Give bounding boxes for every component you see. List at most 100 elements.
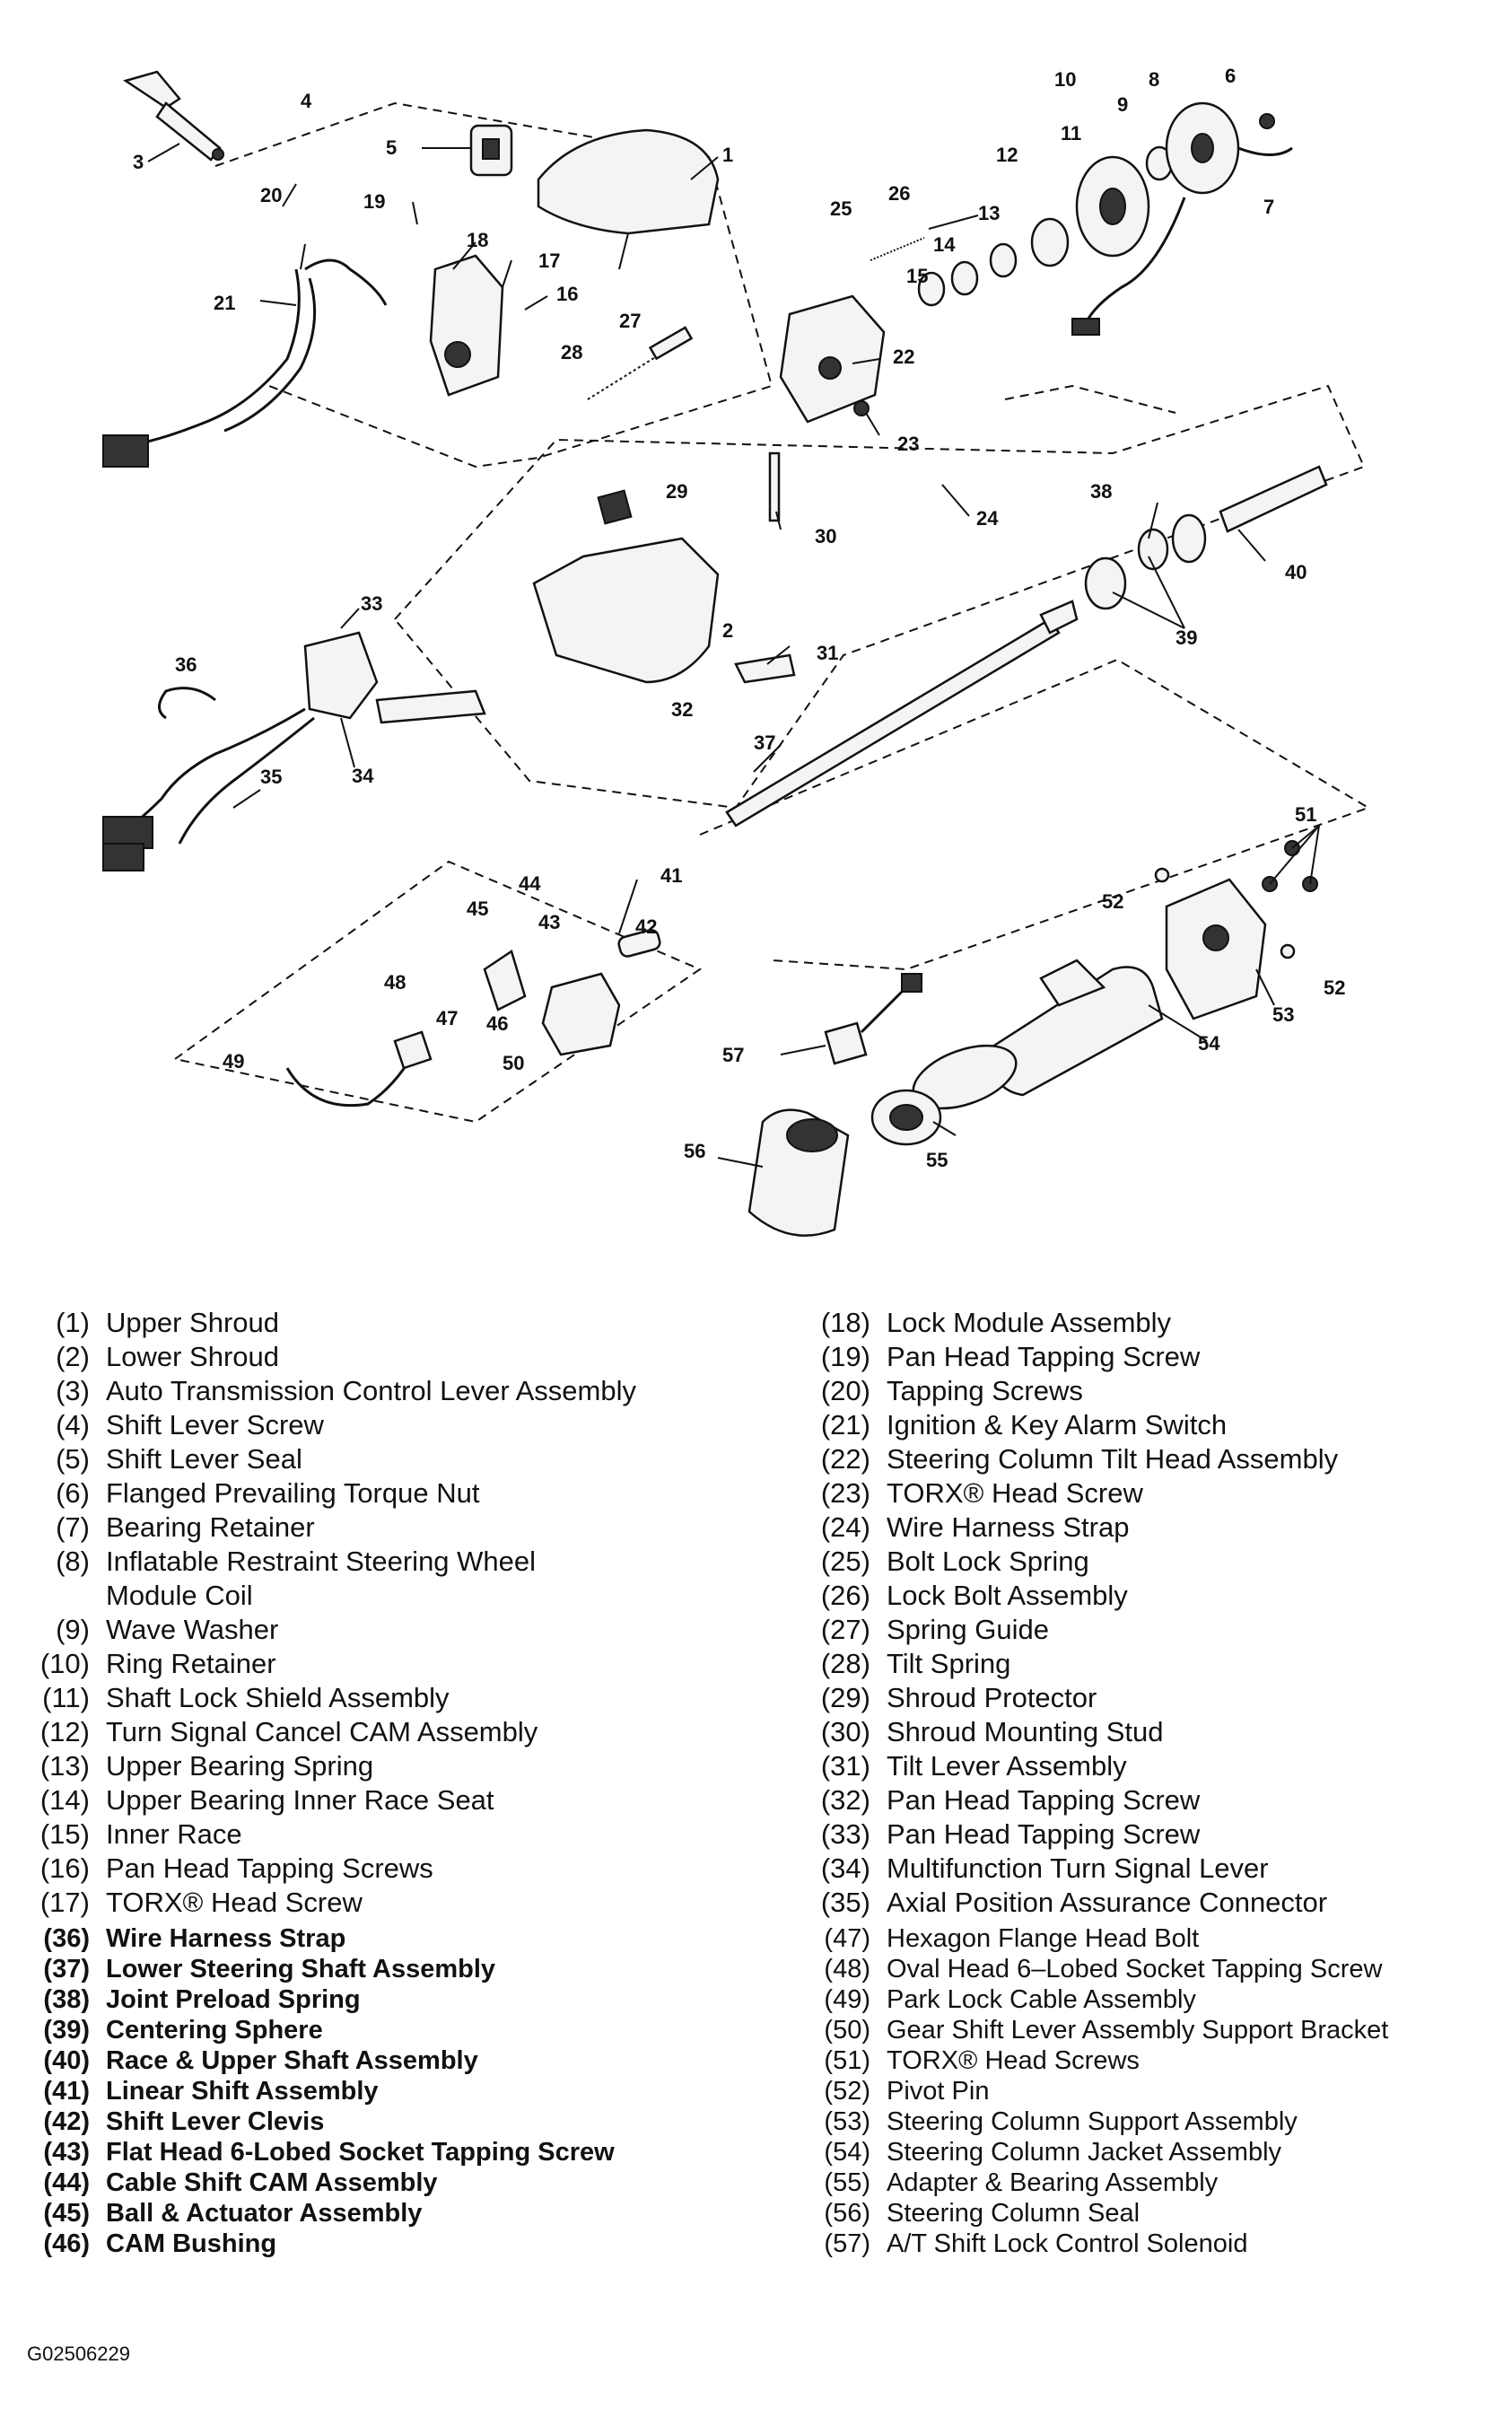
part-shift-lock-solenoid	[824, 973, 922, 1065]
callout: 30	[815, 525, 836, 547]
callout: 28	[561, 341, 582, 363]
callout: 16	[556, 283, 578, 305]
legend-item: (27)Spring Guide	[820, 1614, 1049, 1645]
legend-item: (28)Tilt Spring	[820, 1648, 1011, 1679]
legend-item: (18)Lock Module Assembly	[820, 1307, 1172, 1338]
legend-item: (9)Wave Washer	[56, 1614, 279, 1645]
callout: 33	[361, 592, 382, 615]
legend-item: (12)Turn Signal Cancel CAM Assembly	[39, 1716, 538, 1747]
callout: 54	[1198, 1032, 1220, 1055]
legend-item: (13)Upper Bearing Spring	[39, 1750, 374, 1782]
callout: 26	[888, 182, 910, 205]
part-coil-and-retainers	[1071, 101, 1293, 336]
callout: 47	[436, 1007, 458, 1029]
callout: 53	[1272, 1003, 1294, 1026]
callout: 21	[214, 292, 235, 314]
callout: 49	[223, 1050, 244, 1073]
callout: 35	[260, 766, 282, 788]
legend-item: (36)Wire Harness Strap	[43, 1924, 346, 1953]
legend-item: (41)Linear Shift Assembly	[43, 2077, 379, 2106]
legend-item: (29)Shroud Protector	[820, 1682, 1097, 1713]
callout: 23	[897, 433, 919, 455]
legend-item: (11)Shaft Lock Shield Assembly	[42, 1682, 450, 1713]
legend-item: (45)Ball & Actuator Assembly	[43, 2199, 423, 2228]
legend-item: Module Coil	[106, 1580, 253, 1611]
part-adapter-bearing	[870, 1089, 942, 1146]
callout: 50	[503, 1052, 524, 1074]
legend-item: (33)Pan Head Tapping Screw	[820, 1818, 1201, 1850]
callout: 29	[666, 480, 687, 503]
legend-item: (21)Ignition & Key Alarm Switch	[820, 1409, 1228, 1441]
callout: 7	[1263, 196, 1274, 218]
legend-item: (47)Hexagon Flange Head Bolt	[824, 1924, 1200, 1953]
callout: 22	[893, 346, 914, 368]
leader-lines	[147, 143, 1320, 1168]
callout: 46	[486, 1012, 508, 1035]
callout: 36	[175, 653, 197, 676]
callout: 6	[1225, 65, 1236, 87]
legend-item: (15)Inner Race	[39, 1818, 242, 1850]
legend-item: (44)Cable Shift CAM Assembly	[43, 2168, 438, 2197]
assembly-dashed-outlines	[174, 101, 1371, 1124]
part-shift-lever-seal	[469, 124, 513, 177]
legend-item: (17)TORX® Head Screw	[39, 1887, 363, 1918]
part-lower-steering-shaft	[725, 600, 1079, 828]
callout: 8	[1149, 68, 1159, 91]
legend-item: (39)Centering Sphere	[43, 2016, 323, 2045]
part-races-springs	[917, 217, 1070, 307]
figure-code: G02506229	[27, 2343, 130, 2365]
callout: 40	[1285, 561, 1307, 583]
callout: 24	[976, 507, 999, 530]
legend-item: (30)Shroud Mounting Stud	[820, 1716, 1164, 1747]
legend-item: (34)Multifunction Turn Signal Lever	[820, 1852, 1269, 1884]
callout: 37	[754, 731, 775, 754]
legend-item: (22)Steering Column Tilt Head Assembly	[820, 1443, 1339, 1475]
callout: 39	[1176, 626, 1197, 649]
part-shaft-lock-shield	[1075, 155, 1150, 258]
legend-item: (46)CAM Bushing	[43, 2229, 277, 2258]
callout: 45	[467, 898, 488, 920]
legend-item: (56)Steering Column Seal	[824, 2199, 1141, 2228]
callout: 25	[830, 197, 852, 220]
legend-item: (57)A/T Shift Lock Control Solenoid	[824, 2229, 1248, 2258]
legend-item: (51)TORX® Head Screws	[824, 2046, 1140, 2075]
callout: 5	[386, 136, 397, 159]
legend-item: (55)Adapter & Bearing Assembly	[824, 2168, 1219, 2197]
callout: 12	[996, 144, 1018, 166]
legend-item: (14)Upper Bearing Inner Race Seat	[39, 1784, 494, 1816]
legend-item: (38)Joint Preload Spring	[43, 1985, 361, 2014]
legend-item: (53)Steering Column Support Assembly	[824, 2107, 1298, 2136]
callout: 1	[722, 144, 733, 166]
callout: 27	[619, 310, 641, 332]
part-tilt-spring	[587, 326, 694, 400]
part-tilt-lever	[734, 653, 796, 684]
exploded-view-diagram: 1 2 3 4 5 6 7 8 9 10 11 12 13 14 15 16 1…	[102, 65, 1371, 1237]
part-column-support	[1154, 840, 1318, 1020]
legend-item: (7)Bearing Retainer	[56, 1511, 315, 1543]
legend-item: (50)Gear Shift Lever Assembly Support Br…	[824, 2016, 1389, 2045]
part-column-seal	[747, 1108, 850, 1237]
part-upper-shaft	[1084, 465, 1328, 610]
legend-item: (52)Pivot Pin	[824, 2077, 990, 2106]
callout: 42	[635, 915, 657, 938]
part-ignition-switch-harness	[102, 258, 388, 468]
legend-item: (3)Auto Transmission Control Lever Assem…	[56, 1375, 636, 1406]
callout: 2	[722, 619, 733, 642]
callout: 57	[722, 1044, 744, 1066]
legend-item: (8)Inflatable Restraint Steering Wheel	[56, 1546, 537, 1577]
legend-item: (1)Upper Shroud	[56, 1307, 280, 1338]
legend-item: (54)Steering Column Jacket Assembly	[824, 2138, 1282, 2167]
callout: 9	[1117, 93, 1128, 116]
callout: 4	[301, 90, 312, 112]
part-column-jacket	[912, 959, 1164, 1110]
legend-item: (10)Ring Retainer	[39, 1648, 276, 1679]
legend-item: (43)Flat Head 6-Lobed Socket Tapping Scr…	[43, 2138, 615, 2167]
callout: 32	[671, 698, 693, 721]
callout: 44	[519, 872, 541, 895]
callout: 41	[660, 864, 682, 887]
legend-item: (32)Pan Head Tapping Screw	[820, 1784, 1201, 1816]
legend-item: (48)Oval Head 6–Lobed Socket Tapping Scr…	[824, 1955, 1383, 1984]
callout: 43	[538, 911, 560, 933]
legend-item: (24)Wire Harness Strap	[820, 1511, 1130, 1543]
callout: 17	[538, 250, 560, 272]
